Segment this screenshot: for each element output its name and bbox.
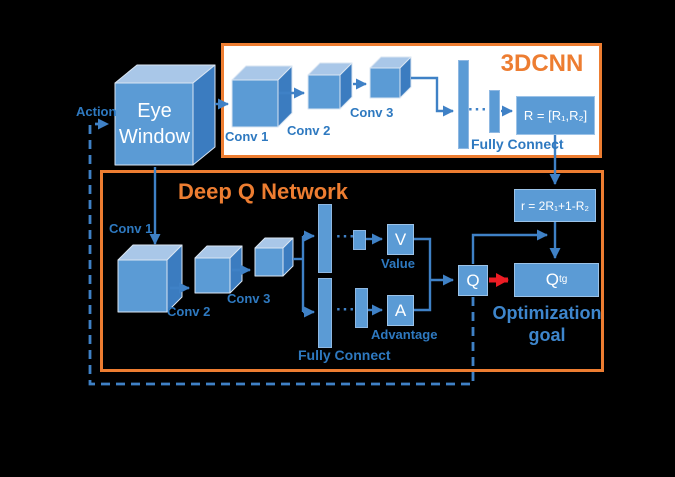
cnn3d-connectors (215, 76, 561, 185)
cnn3d-fully-connect-label: Fully Connect (471, 136, 564, 152)
dqn-ellipsis-bottom: ··· (336, 300, 356, 319)
dqn-fc-bar-small-top (353, 230, 366, 250)
dqn-box (100, 170, 604, 372)
value-box: V (387, 224, 414, 255)
dqn-fc-bar-bottom (318, 278, 332, 348)
action-label: Action (76, 104, 117, 119)
cnn3d-conv1-label: Conv 1 (225, 129, 269, 144)
dqn-fully-connect-label: Fully Connect (298, 347, 391, 363)
cnn3d-conv2-label: Conv 2 (287, 123, 331, 138)
dqn-title: Deep Q Network (178, 179, 348, 204)
optimization-goal-label: Optimization goal (488, 302, 606, 346)
dqn-connectors (149, 167, 561, 318)
dqn-conv2-label: Conv 2 (167, 304, 211, 319)
advantage-box: A (387, 295, 414, 326)
eye-window-cube (114, 64, 216, 166)
dqn-conv3-cube (254, 237, 294, 277)
reward-formula-box: r = 2R₁+1-R₂ (514, 189, 596, 222)
optimization-goal-line2: goal (528, 325, 566, 345)
advantage-label: Advantage (371, 327, 438, 342)
r-output-box: R = [R₁,R₂] (516, 96, 595, 135)
q-box: Q (458, 265, 488, 296)
dqn-conv2-cube (194, 245, 243, 294)
eye-window-line2: Window (118, 126, 191, 148)
cnn3d-conv2-cube (307, 62, 353, 110)
cnn3d-fc-bar-small (489, 90, 500, 133)
cnn3d-fc-bar-large (458, 60, 469, 149)
optimization-goal-line1: Optimization (492, 303, 602, 323)
cnn3d-conv1-cube (231, 65, 293, 128)
cnn3d-title: 3DCNN (500, 50, 584, 77)
q-target-main: Q (545, 270, 559, 289)
dqn-conv3-label: Conv 3 (227, 291, 271, 306)
eye-window-label: Eye Window (115, 84, 194, 164)
dqn-fc-bar-top (318, 204, 332, 273)
dqn-conv1-label: Conv 1 (109, 221, 153, 236)
cnn3d-conv3-cube (369, 56, 412, 99)
value-label: Value (381, 256, 415, 271)
eye-window-line1: Eye (137, 100, 172, 122)
dqn-ellipsis-top: ··· (336, 227, 356, 246)
dqn-fc-bar-small-bottom (355, 288, 368, 328)
action-feedback-dashed-loop (88, 118, 475, 386)
dqn-conv1-cube (117, 244, 183, 313)
cnn3d-ellipsis: ··· (468, 100, 488, 119)
cnn3d-conv3-label: Conv 3 (350, 105, 394, 120)
